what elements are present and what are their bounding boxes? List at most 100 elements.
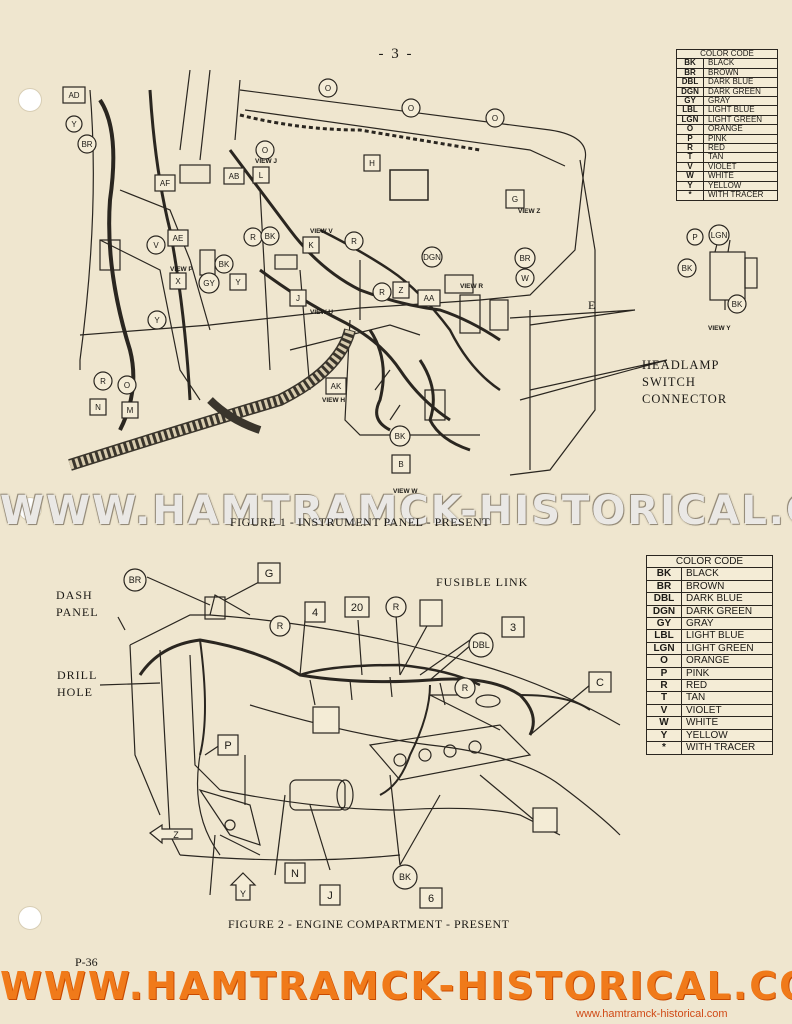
svg-text:W: W [521, 274, 529, 283]
svg-text:P: P [224, 740, 231, 752]
svg-text:G: G [512, 195, 518, 204]
svg-text:AB: AB [229, 172, 240, 181]
svg-text:VIEW R: VIEW R [460, 283, 483, 290]
svg-text:BK: BK [265, 232, 276, 241]
svg-text:DGN: DGN [423, 253, 441, 262]
svg-text:VIEW J: VIEW J [255, 158, 277, 165]
svg-text:LGN: LGN [711, 231, 728, 240]
svg-text:BR: BR [129, 575, 142, 585]
headlamp-switch-connector-label: HEADLAMP SWITCH CONNECTOR [642, 357, 727, 408]
svg-text:Y: Y [71, 120, 77, 129]
punch-hole-middle [18, 497, 42, 521]
svg-text:VIEW Y: VIEW Y [708, 325, 731, 332]
svg-text:R: R [379, 288, 385, 297]
headlamp-label-line3: CONNECTOR [642, 392, 728, 406]
headlamp-label-line1: HEADLAMP [642, 358, 720, 372]
svg-text:BR: BR [81, 140, 92, 149]
svg-text:Z: Z [173, 830, 179, 840]
svg-text:3: 3 [510, 622, 516, 634]
svg-text:R: R [393, 602, 400, 612]
color-code-header: COLOR CODE [646, 554, 773, 569]
svg-text:VIEW P: VIEW P [170, 266, 193, 273]
svg-text:O: O [492, 114, 498, 123]
svg-text:R: R [100, 377, 106, 386]
table-row: *WITH TRACER [646, 741, 773, 755]
svg-text:BK: BK [399, 872, 411, 882]
svg-text:C: C [596, 677, 604, 689]
svg-text:Y: Y [240, 889, 246, 899]
svg-text:O: O [325, 84, 331, 93]
svg-text:H: H [369, 159, 375, 168]
svg-text:M: M [127, 406, 134, 415]
svg-text:R: R [462, 683, 469, 693]
svg-text:BK: BK [682, 264, 693, 273]
drill-hole-label: DRILL HOLE [57, 668, 98, 699]
svg-text:R: R [351, 237, 357, 246]
svg-text:20: 20 [351, 602, 363, 614]
figure1-diagram: Y BR O O O O V R BK R DGN BR W GY BK R Y… [62, 70, 758, 495]
svg-text:V: V [153, 241, 159, 250]
svg-text:BK: BK [395, 432, 406, 441]
svg-text:J: J [327, 890, 333, 902]
svg-text:R: R [277, 621, 284, 631]
svg-text:BK: BK [219, 260, 230, 269]
svg-text:BK: BK [732, 300, 743, 309]
figure1-caption: FIGURE 1 - INSTRUMENT PANEL - PRESENT [230, 515, 491, 529]
svg-text:VIEW H: VIEW H [322, 397, 345, 404]
svg-text:N: N [95, 403, 101, 412]
svg-text:VIEW Z: VIEW Z [518, 208, 540, 215]
svg-text:VIEW V: VIEW V [310, 228, 333, 235]
svg-text:O: O [408, 104, 414, 113]
svg-text:AK: AK [331, 382, 342, 391]
svg-text:K: K [308, 241, 314, 250]
punch-hole-top [18, 88, 42, 112]
svg-text:R: R [250, 233, 256, 242]
svg-text:VIEW W: VIEW W [393, 488, 418, 495]
page-number: - 3 - [378, 46, 414, 62]
svg-text:N: N [291, 868, 299, 880]
svg-text:O: O [262, 146, 268, 155]
watermark-bottom: WWW.HAMTRAMCK-HISTORICAL.COM [0, 964, 792, 1008]
svg-text:VIEW U: VIEW U [310, 309, 333, 316]
table-row: *WITH TRACER [676, 190, 778, 201]
svg-text:DBL: DBL [472, 640, 490, 650]
svg-text:4: 4 [312, 607, 318, 619]
svg-text:X: X [175, 277, 181, 286]
svg-text:AE: AE [173, 234, 184, 243]
svg-text:AF: AF [160, 179, 170, 188]
svg-text:AD: AD [68, 91, 79, 100]
page-code: P-36 [75, 955, 98, 969]
svg-text:GY: GY [203, 279, 215, 288]
svg-text:O: O [124, 381, 130, 390]
figure1-callout-e: E [588, 298, 597, 312]
svg-text:BR: BR [519, 254, 530, 263]
svg-text:J: J [296, 294, 300, 303]
svg-text:Z: Z [399, 286, 404, 295]
svg-text:B: B [398, 460, 403, 469]
svg-text:P: P [692, 233, 697, 242]
svg-text:6: 6 [428, 893, 434, 905]
watermark-small: www.hamtramck-historical.com [576, 1008, 728, 1020]
watermark-middle: WWW.HAMTRAMCK-HISTORICAL.COM [0, 488, 792, 534]
svg-text:Y: Y [235, 278, 241, 287]
svg-text:G: G [265, 568, 274, 580]
figure2-caption: FIGURE 2 - ENGINE COMPARTMENT - PRESENT [228, 917, 510, 931]
